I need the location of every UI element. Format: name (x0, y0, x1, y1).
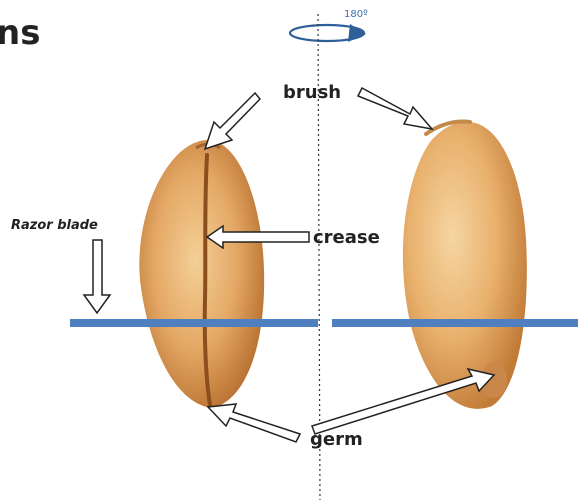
right-grain-body (403, 122, 527, 409)
rotation-indicator: 180º (290, 9, 368, 42)
razor-cut-line-right (332, 319, 578, 327)
right-grain-dorsal-view (403, 122, 527, 409)
rotation-label: 180º (344, 9, 368, 20)
brush-label: brush (283, 82, 341, 103)
razor-blade-label: Razor blade (11, 218, 98, 233)
brush-arrow-right (358, 88, 432, 129)
left-grain-crease-view (139, 140, 264, 408)
title-fragment: ns (0, 13, 40, 53)
brush-arrow-left (205, 93, 260, 149)
germ-arrow-left (208, 404, 300, 442)
crease-label: crease (313, 227, 380, 248)
rotation-arrowhead (348, 24, 366, 42)
razor-blade-arrow (84, 240, 110, 313)
left-grain-body (139, 140, 264, 408)
razor-cut-line-left (70, 319, 318, 327)
